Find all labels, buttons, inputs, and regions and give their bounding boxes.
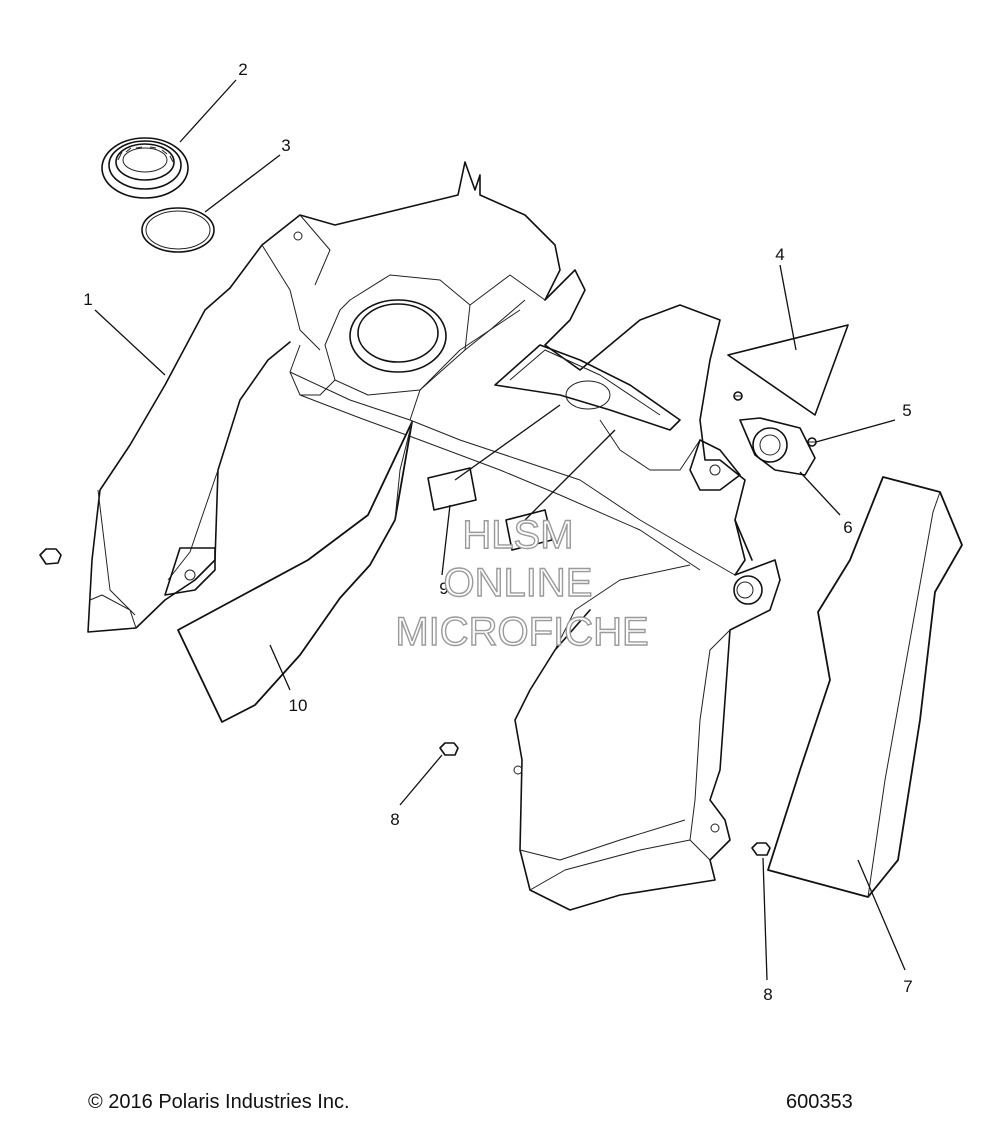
callout-9: 9 [439, 579, 448, 598]
part-1-tank-body [87, 161, 781, 911]
leader-lines [94, 79, 906, 981]
watermark-line-1: HLSM [462, 513, 573, 557]
part-10-pad [177, 421, 413, 723]
part-2-lock-nut [101, 137, 189, 199]
part-6-bracket [739, 417, 816, 476]
part-7-pad [767, 476, 963, 898]
callout-6: 6 [843, 518, 852, 537]
copyright-text: © 2016 Polaris Industries Inc. [88, 1091, 350, 1113]
callout-1: 1 [83, 290, 92, 309]
part-3-o-ring [141, 207, 215, 253]
callout-5: 5 [902, 401, 911, 420]
callout-numbers: 2 3 1 4 5 6 7 8 8 9 10 [83, 60, 912, 1004]
callout-8-left: 8 [390, 810, 399, 829]
callout-4: 4 [775, 245, 784, 264]
part-8-push-rivets [39, 548, 771, 856]
callout-8-right: 8 [763, 985, 772, 1004]
figure-number: 600353 [786, 1091, 853, 1113]
callout-10: 10 [289, 696, 308, 715]
callout-7: 7 [903, 977, 912, 996]
watermark-line-3: MICROFICHE [395, 610, 648, 654]
watermark-line-2: ONLINE [444, 561, 593, 605]
footer: © 2016 Polaris Industries Inc. 600353 [88, 1091, 853, 1113]
watermark: HLSM ONLINE MICROFICHE [395, 512, 650, 654]
callout-3: 3 [281, 136, 290, 155]
callout-2: 2 [238, 60, 247, 79]
part-4-decal [727, 324, 849, 416]
